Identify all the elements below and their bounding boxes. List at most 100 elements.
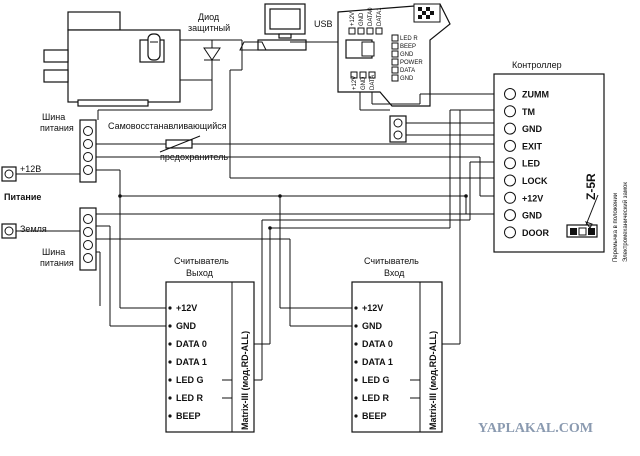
reader-pin-label: +12V [362,303,383,313]
reader-pin-label: LED G [176,375,204,385]
controller-terminal-label: EXIT [522,141,543,151]
protective-diode: Диод защитный [98,12,243,178]
usb-pin [391,50,399,58]
reader-pin-label: DATA 0 [176,339,207,349]
controller-terminal-label: GND [522,211,543,221]
reader-pin [354,396,358,400]
reader-pin [354,324,358,328]
bus-top-label-line2: питания [40,123,74,133]
controller-terminal-label: DOOR [522,228,550,238]
usb-pin-label: LED R [400,36,418,42]
usb-pin [391,42,399,50]
reader-pin [168,360,172,364]
reader-pin-label: +12V [176,303,197,313]
power-bus-bottom: Шина питания [40,207,97,271]
reader-entry-title-line1: Считыватель [364,256,419,266]
usb-pin [391,66,399,74]
power-ground-label: Земля [20,224,47,234]
reader-pin [354,306,358,310]
controller-terminal-screw [504,139,516,152]
reader-pin-label: GND [176,321,197,331]
jumper-note-line1: Перемычка в положении [613,193,619,262]
controller-terminal-label: LOCK [522,176,548,186]
controller-title: Контроллер [512,60,562,70]
usb-pin [375,27,383,35]
usb-label: USB [314,19,333,29]
usb-pin-label: GND [359,12,365,26]
controller-terminal-screw [504,226,516,239]
reader-pin-label: BEEP [176,411,201,421]
controller-terminal-label: TM [522,107,535,117]
usb-pin [391,58,399,66]
controller-model: Z-5R [584,173,598,200]
reader-pin [354,342,358,346]
diode-label-line2: защитный [188,23,230,33]
controller-terminal-label: ZUMM [522,90,549,100]
reader-pin [354,414,358,418]
bus-terminal [83,214,93,224]
usb-pin-label: GND [400,52,414,58]
usb-converter-logo [418,7,434,19]
bus-terminal [83,126,93,136]
computer-icon [239,3,307,51]
reader-entry-model: Matrix-III (мод.RD-ALL) [428,331,438,430]
usb-pin [348,27,356,35]
controller-terminal-screw [504,122,516,135]
usb-pin-label: +12V [352,76,358,90]
usb-pin [391,74,399,82]
jumper-note-line2: Электромеханический замок [622,182,629,262]
reader-pin-label: GND [362,321,383,331]
usb-pin-label: DATA [400,68,415,74]
reader-pin [168,324,172,328]
reader-pin-label: LED R [362,393,390,403]
usb-output-connector [389,115,407,143]
bus-bottom-label-line2: питания [40,258,74,268]
reader-exit-title-line2: Выход [186,268,214,278]
controller-terminal-screw [504,174,516,187]
diode-label-line1: Диод [198,12,220,22]
usb-pin-label: DATA1 [377,7,383,26]
usb-pin-label: DATA [370,75,376,90]
controller-terminal-screw [504,209,516,222]
controller-terminal-label: LED [522,159,541,169]
diode-icon [203,47,221,61]
bus-terminal [83,253,93,263]
bus-terminal [83,240,93,250]
bus-terminal [83,139,93,149]
reader-pin [168,378,172,382]
reader-pin [168,306,172,310]
usb-pin [359,71,367,79]
usb-pin-label: GND [400,76,414,82]
reader-pin-label: DATA 0 [362,339,393,349]
power-input: +12В Питание Земля [1,164,80,239]
controller-terminal-screw [504,88,516,100]
usb-pin-label: GND [361,76,367,90]
usb-pin-label: BEEP [400,44,416,50]
bus-top-label-line1: Шина [42,112,65,122]
reader-pin [168,396,172,400]
reader-exit-model: Matrix-III (мод.RD-ALL) [240,331,250,430]
reader-pin [168,342,172,346]
power-plus-label: +12В [20,164,41,174]
usb-pin [350,71,358,79]
reader-pin-label: LED R [176,393,204,403]
usb-pin-label: POWER [400,60,423,66]
reader-pin [354,378,358,382]
usb-pin [391,34,399,42]
usb-pin [366,27,374,35]
controller-terminal-label: GND [522,124,543,134]
resettable-fuse: Самовосстанавливающийся предохранитель [108,121,228,162]
controller-terminal-label: +12V [522,193,543,203]
jumper [566,194,599,238]
reader-pin [354,360,358,364]
bus-bottom-label-line1: Шина [42,247,65,257]
usb-pin-label: DATA0 [368,7,374,26]
reader-pin [168,414,172,418]
controller-terminal-screw [504,157,516,170]
fuse-label-top: Самовосстанавливающийся [108,121,227,131]
usb-pin [357,27,365,35]
usb-pin [368,71,376,79]
